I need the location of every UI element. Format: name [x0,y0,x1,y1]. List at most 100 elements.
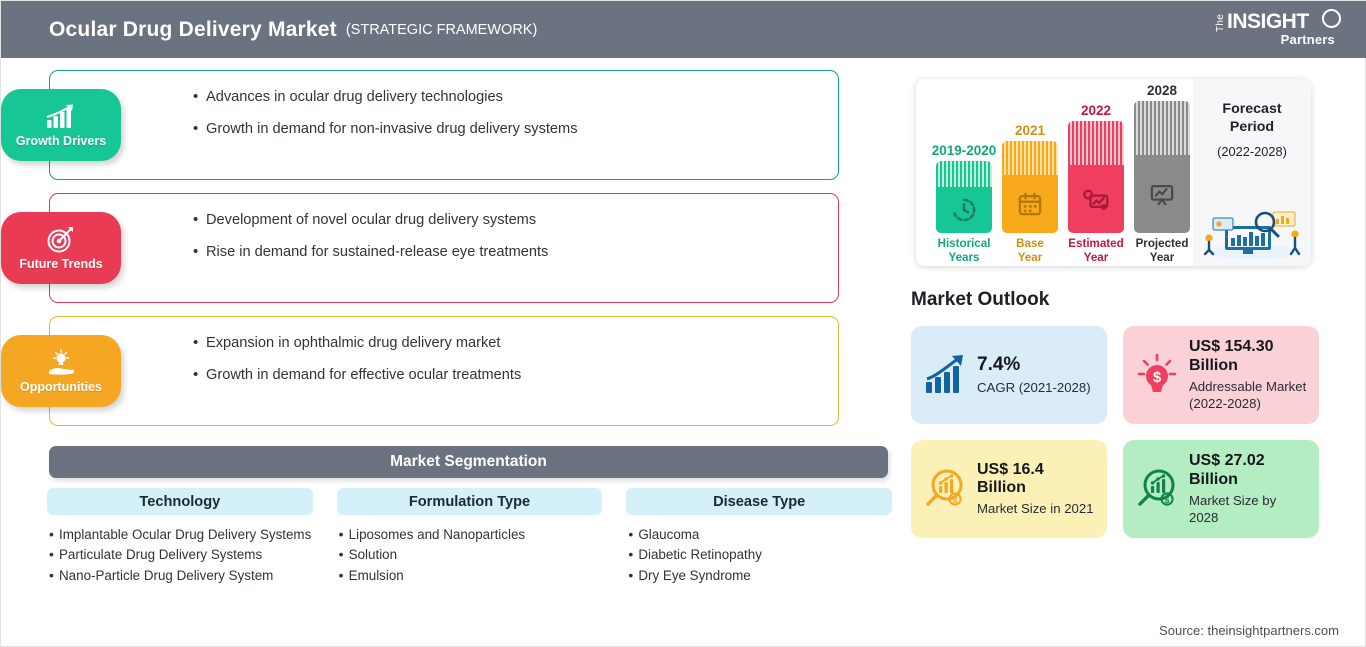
outlook-card-text: 7.4% CAGR (2021-2028) [977,354,1096,396]
list-item: Rise in demand for sustained-release eye… [193,242,820,263]
forecast-panel-title-line1: Forecast [1222,101,1282,117]
bar-year-label: 2021 [1014,123,1046,138]
outlook-card-value: US$ 154.30 Billion [1189,337,1274,374]
right-column: 2019-2020 Historical Years [906,58,1366,647]
outlook-card-label: CAGR (2021-2028) [977,379,1091,395]
segmentation-column-formulation-type: Formulation Type Liposomes and Nanoparti… [336,488,603,587]
svg-text:$: $ [1153,369,1162,386]
pill-opportunities[interactable]: Opportunities [1,335,121,407]
list-item: Diabetic Retinopathy [628,544,892,566]
segment-list-formulation-type: Liposomes and Nanoparticles Solution Emu… [337,524,603,587]
outlook-card-market-size-2021: $ US$ 16.4 Billion Market Size in 2021 [911,440,1107,538]
outlook-card-label: Market Size by 2028 [1189,492,1277,525]
opportunities-bullets: Expansion in ophthalmic drug delivery ma… [50,317,838,402]
calendar-icon [1018,192,1042,216]
analytics-illustration-icon [1203,211,1302,259]
target-dart-icon [47,226,73,252]
list-item: Advances in ocular drug delivery technol… [193,87,820,108]
bar-year-label: 2019-2020 [931,143,997,158]
bar-caption-line1: Base [1016,237,1044,251]
list-item: Development of novel ocular drug deliver… [193,210,820,231]
list-item: Expansion in ophthalmic drug delivery ma… [193,333,820,354]
logo-the-text: The [1215,13,1226,32]
growth-drivers-bullets: Advances in ocular drug delivery technol… [50,71,838,156]
list-item: Glaucoma [628,524,892,546]
list-item: Growth in demand for non-invasive drug d… [193,119,820,140]
page-header: Ocular Drug Delivery Market (STRATEGIC F… [1,1,1366,58]
page-title: Ocular Drug Delivery Market [49,17,337,41]
bar-caption-line2: Years [948,251,980,265]
bar-stripes [1002,141,1058,175]
insight-partners-logo: The INSIGHT Partners [1213,8,1343,52]
left-column: Advances in ocular drug delivery technol… [1,58,906,647]
clock-history-icon [953,198,976,222]
market-segmentation-columns: Technology Implantable Ocular Drug Deliv… [47,488,893,587]
bar-caption: Historical Years [938,237,991,265]
bar-caption-line2: Year [1149,251,1175,265]
bar-caption-line1: Projected [1135,237,1189,251]
pill-future-trends[interactable]: Future Trends [1,212,121,284]
outlook-card-text: US$ 16.4 Billion Market Size in 2021 [977,461,1096,518]
bar-caption: Projected Year [1136,237,1189,265]
forecast-bar-2019-2020: 2019-2020 Historical Years [932,143,997,264]
magnifier-chart-icon: $ [1138,469,1175,506]
bar-caption: Base Year [1016,237,1044,265]
outlook-card-label: Addressable Market (2022-2028) [1189,378,1307,411]
bar-chart-arrow-icon [46,104,73,128]
monitor-chart-icon [1150,185,1174,206]
bar-caption: Estimated Year [1068,237,1123,265]
outlook-card-value: 7.4% [977,354,1021,376]
pill-growth-drivers[interactable]: Growth Drivers [1,89,121,161]
outlook-card-cagr: 7.4% CAGR (2021-2028) [911,326,1107,424]
segment-header-technology: Technology [47,488,313,515]
bar-stripes [1068,121,1124,165]
outlook-card-value: US$ 16.4 Billion [977,460,1044,497]
bar-shape [1002,141,1058,233]
segment-header-formulation-type: Formulation Type [336,488,603,515]
list-item: Particulate Drug Delivery Systems [49,544,313,566]
forecast-bar-2022: 2022 Estimated [1068,103,1124,264]
svg-text:$: $ [953,496,958,505]
future-trends-bullets: Development of novel ocular drug deliver… [50,194,838,279]
bar-stripes [936,161,992,187]
outlook-card-text: US$ 154.30 Billion Addressable Market (2… [1189,338,1308,412]
list-item: Nano-Particle Drug Delivery System [49,565,313,587]
list-item: Dry Eye Syndrome [628,565,892,587]
market-outlook-title: Market Outlook [911,289,1050,310]
bar-shape [1068,121,1124,233]
bar-shape [1134,101,1190,233]
bar-year-label: 2022 [1080,103,1112,118]
forecast-bar-2028: 2028 Projected Year [1134,83,1190,264]
list-item: Solution [339,544,603,566]
bar-caption-line2: Year [1083,251,1109,265]
outlook-card-label: Market Size in 2021 [977,501,1094,517]
bar-year-label: 2028 [1146,83,1178,98]
market-segmentation-header: Market Segmentation [49,446,888,478]
list-item: Emulsion [339,565,603,587]
growth-chart-icon [926,355,963,393]
magnifier-chart-icon: $ [926,469,963,506]
bar-caption-line2: Year [1017,251,1043,265]
bar-shape [936,161,992,233]
outlook-card-text: US$ 27.02 Billion Market Size by 2028 [1189,452,1308,526]
logo-ring-icon [1322,9,1341,28]
pill-label: Opportunities [20,379,102,394]
forecast-period-panel: Forecast Period (2022-2028) [1193,79,1311,266]
forecast-panel-title-line2: Period [1229,118,1275,135]
logo-partners-text: Partners [1280,32,1335,47]
outlook-card-addressable-market: $ US$ 154.30 Billion Addressable Market … [1123,326,1319,424]
lightbulb-dollar-icon: $ [1137,353,1177,392]
segment-list-disease-type: Glaucoma Diabetic Retinopathy Dry Eye Sy… [626,524,892,587]
forecast-bars: 2019-2020 Historical Years [930,79,1198,266]
market-outlook-cards: 7.4% CAGR (2021-2028) $ US$ 154.30 Billi… [911,326,1331,538]
insight-box-opportunities: Expansion in ophthalmic drug delivery ma… [49,316,839,426]
list-item: Liposomes and Nanoparticles [339,524,603,546]
pill-label: Future Trends [19,256,103,271]
outlook-card-value: US$ 27.02 Billion [1189,451,1265,488]
logo-insight-text: INSIGHT [1227,10,1309,33]
bar-solid [1002,175,1058,233]
gear-chart-icon [1083,189,1109,210]
forecast-period-chart: 2019-2020 Historical Years [916,79,1311,266]
forecast-bar-2021: 2021 Base [1002,123,1058,264]
